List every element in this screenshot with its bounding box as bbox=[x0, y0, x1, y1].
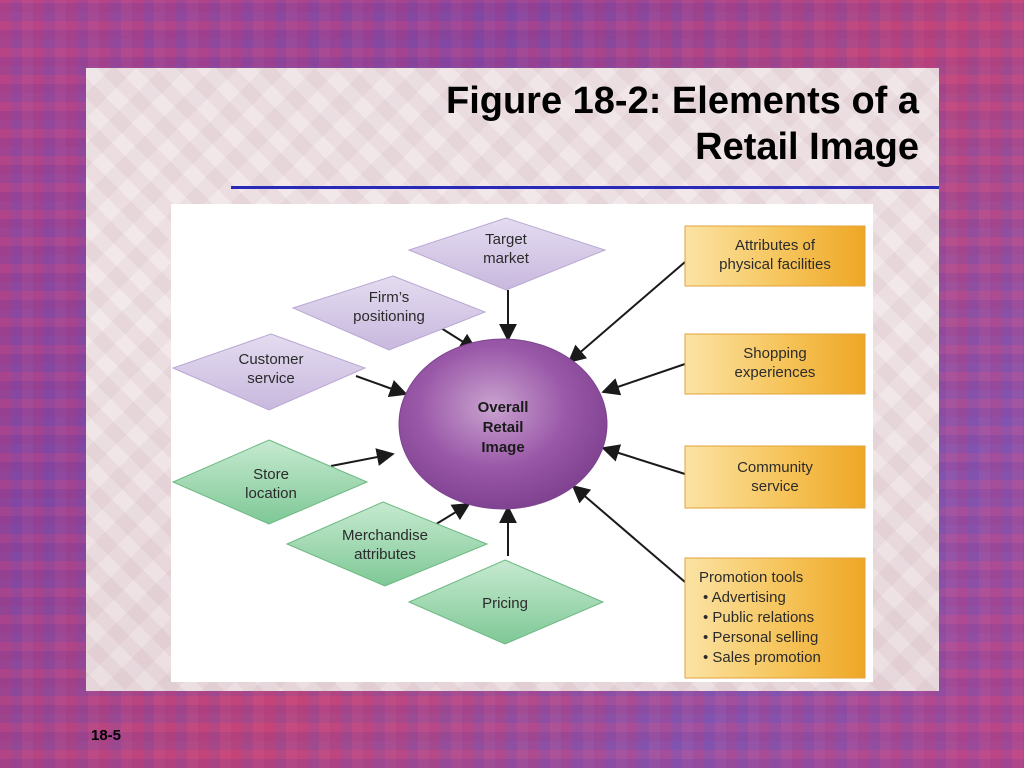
arrow-physical-facilities bbox=[567, 261, 686, 364]
arrow-store-location bbox=[330, 448, 395, 467]
arrow-merchandise-attributes bbox=[432, 503, 471, 527]
slide-title-line-2: Retail Image bbox=[695, 126, 919, 168]
svg-text:Promotion tools• Advertising•: Promotion tools• Advertising• Public rel… bbox=[699, 569, 821, 666]
slide-number: 18-5 bbox=[91, 727, 122, 744]
arrow-shopping-experiences bbox=[601, 363, 686, 396]
connector-arrows bbox=[330, 261, 686, 583]
slide-title-line-1: Figure 18-2: Elements of a bbox=[445, 80, 919, 122]
arrow-community-service bbox=[601, 444, 686, 475]
arrow-customer-service bbox=[355, 375, 408, 397]
box-promotion-tools: Promotion tools• Advertising• Public rel… bbox=[684, 557, 866, 679]
slide-title: Figure 18-2: Elements of a Retail Image bbox=[446, 78, 919, 170]
diamond-pricing: Pricing bbox=[407, 559, 605, 645]
arrow-promotion-tools bbox=[571, 484, 686, 583]
svg-text:Pricing: Pricing bbox=[482, 595, 528, 612]
title-underline bbox=[231, 186, 939, 189]
